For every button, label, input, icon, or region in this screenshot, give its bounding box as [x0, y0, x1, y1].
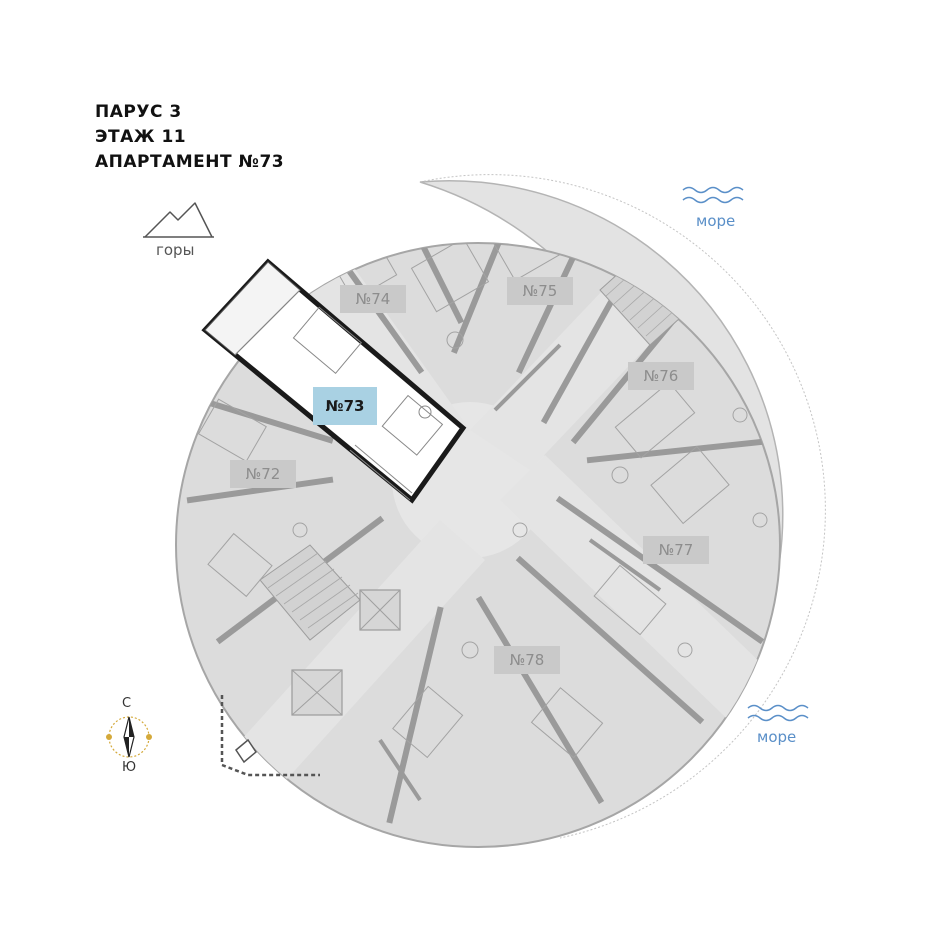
sea-bottom-label: море: [757, 728, 797, 746]
compass-icon: [106, 716, 152, 758]
plan-title-block: ПАРУС 3 ЭТАЖ 11 АПАРТАМЕНТ №73: [95, 100, 284, 175]
apartment-76-tag[interactable]: №76: [628, 362, 694, 390]
building-name: ПАРУС 3: [95, 102, 182, 122]
compass-north-label: С: [122, 696, 132, 711]
apartment-73-plan: [201, 258, 467, 504]
apartment-number: АПАРТАМЕНТ №73: [95, 152, 285, 172]
mountains-icon: [143, 202, 214, 238]
apartment-73-tag[interactable]: №73: [313, 387, 377, 425]
sea-top-icon: [682, 186, 744, 204]
apartment-78-tag[interactable]: №78: [494, 646, 560, 674]
apartment-75-tag[interactable]: №75: [507, 277, 573, 305]
sea-bottom-icon: [747, 704, 809, 722]
mountains-label: горы: [156, 241, 195, 259]
south-balcony: [220, 695, 320, 777]
apartment-74-tag[interactable]: №74: [340, 285, 406, 313]
compass-south-label: Ю: [122, 760, 137, 775]
sea-top-label: море: [696, 212, 736, 230]
apartment-72-tag[interactable]: №72: [230, 460, 296, 488]
apartment-77-tag[interactable]: №77: [643, 536, 709, 564]
floor-number: ЭТАЖ 11: [95, 127, 187, 147]
